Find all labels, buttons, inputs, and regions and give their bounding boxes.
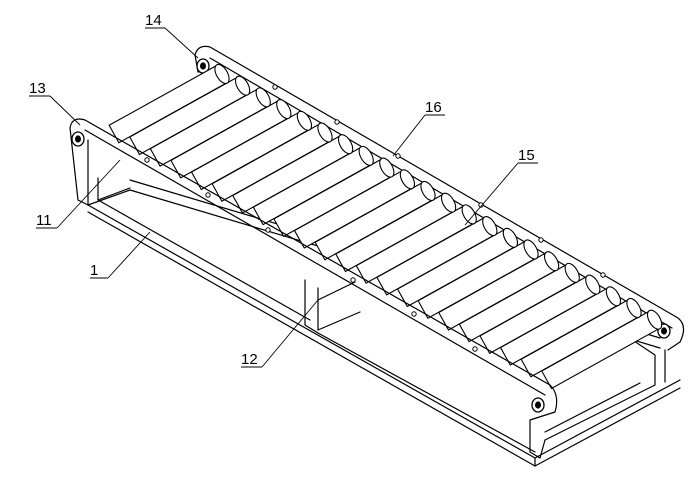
roller-end xyxy=(358,145,374,166)
svg-text:11: 11 xyxy=(36,212,52,229)
roller-end xyxy=(646,309,663,330)
roller-end xyxy=(585,274,601,295)
leader-lines xyxy=(49,27,519,368)
roller-end xyxy=(337,134,354,155)
svg-text:16: 16 xyxy=(425,99,442,116)
roller-end xyxy=(296,110,313,131)
roller-end xyxy=(379,157,395,178)
roller-end xyxy=(461,204,477,225)
roller-end xyxy=(420,180,436,202)
front-bolt-right xyxy=(531,397,545,413)
roller-end xyxy=(214,63,230,85)
roller-end xyxy=(317,122,333,143)
svg-text:13: 13 xyxy=(29,80,46,97)
roller-end xyxy=(482,216,498,237)
roller-end xyxy=(276,99,292,120)
svg-text:12: 12 xyxy=(241,351,258,368)
base-right-end xyxy=(544,334,666,441)
roller-end xyxy=(440,192,457,213)
roller-end xyxy=(543,251,560,272)
label-14: 14 xyxy=(145,12,165,29)
label-15: 15 xyxy=(518,147,538,164)
base-left-end xyxy=(87,174,131,206)
label-16: 16 xyxy=(425,99,445,116)
roller-end xyxy=(255,87,271,108)
svg-text:15: 15 xyxy=(518,147,535,164)
front-side-plate xyxy=(69,118,558,459)
label-13: 13 xyxy=(29,80,50,97)
roller-end xyxy=(626,297,642,319)
front-plate-holes xyxy=(144,157,478,352)
svg-text:14: 14 xyxy=(145,12,162,29)
label-11: 11 xyxy=(36,212,57,229)
roller-end xyxy=(502,227,519,248)
rollers xyxy=(108,63,663,390)
roller-end xyxy=(605,286,622,307)
roller-end xyxy=(523,239,539,260)
label-12: 12 xyxy=(241,351,262,368)
roller-end xyxy=(234,75,251,96)
roller-end xyxy=(399,169,416,190)
label-1: 1 xyxy=(90,262,108,279)
base-front-rail xyxy=(87,199,536,467)
base-middle-frame xyxy=(304,279,536,453)
svg-text:1: 1 xyxy=(90,262,98,279)
front-bolt-left xyxy=(71,131,85,147)
roller-end xyxy=(564,262,580,283)
rear-plate-holes xyxy=(272,84,606,278)
base-bottom-edge xyxy=(534,379,681,467)
